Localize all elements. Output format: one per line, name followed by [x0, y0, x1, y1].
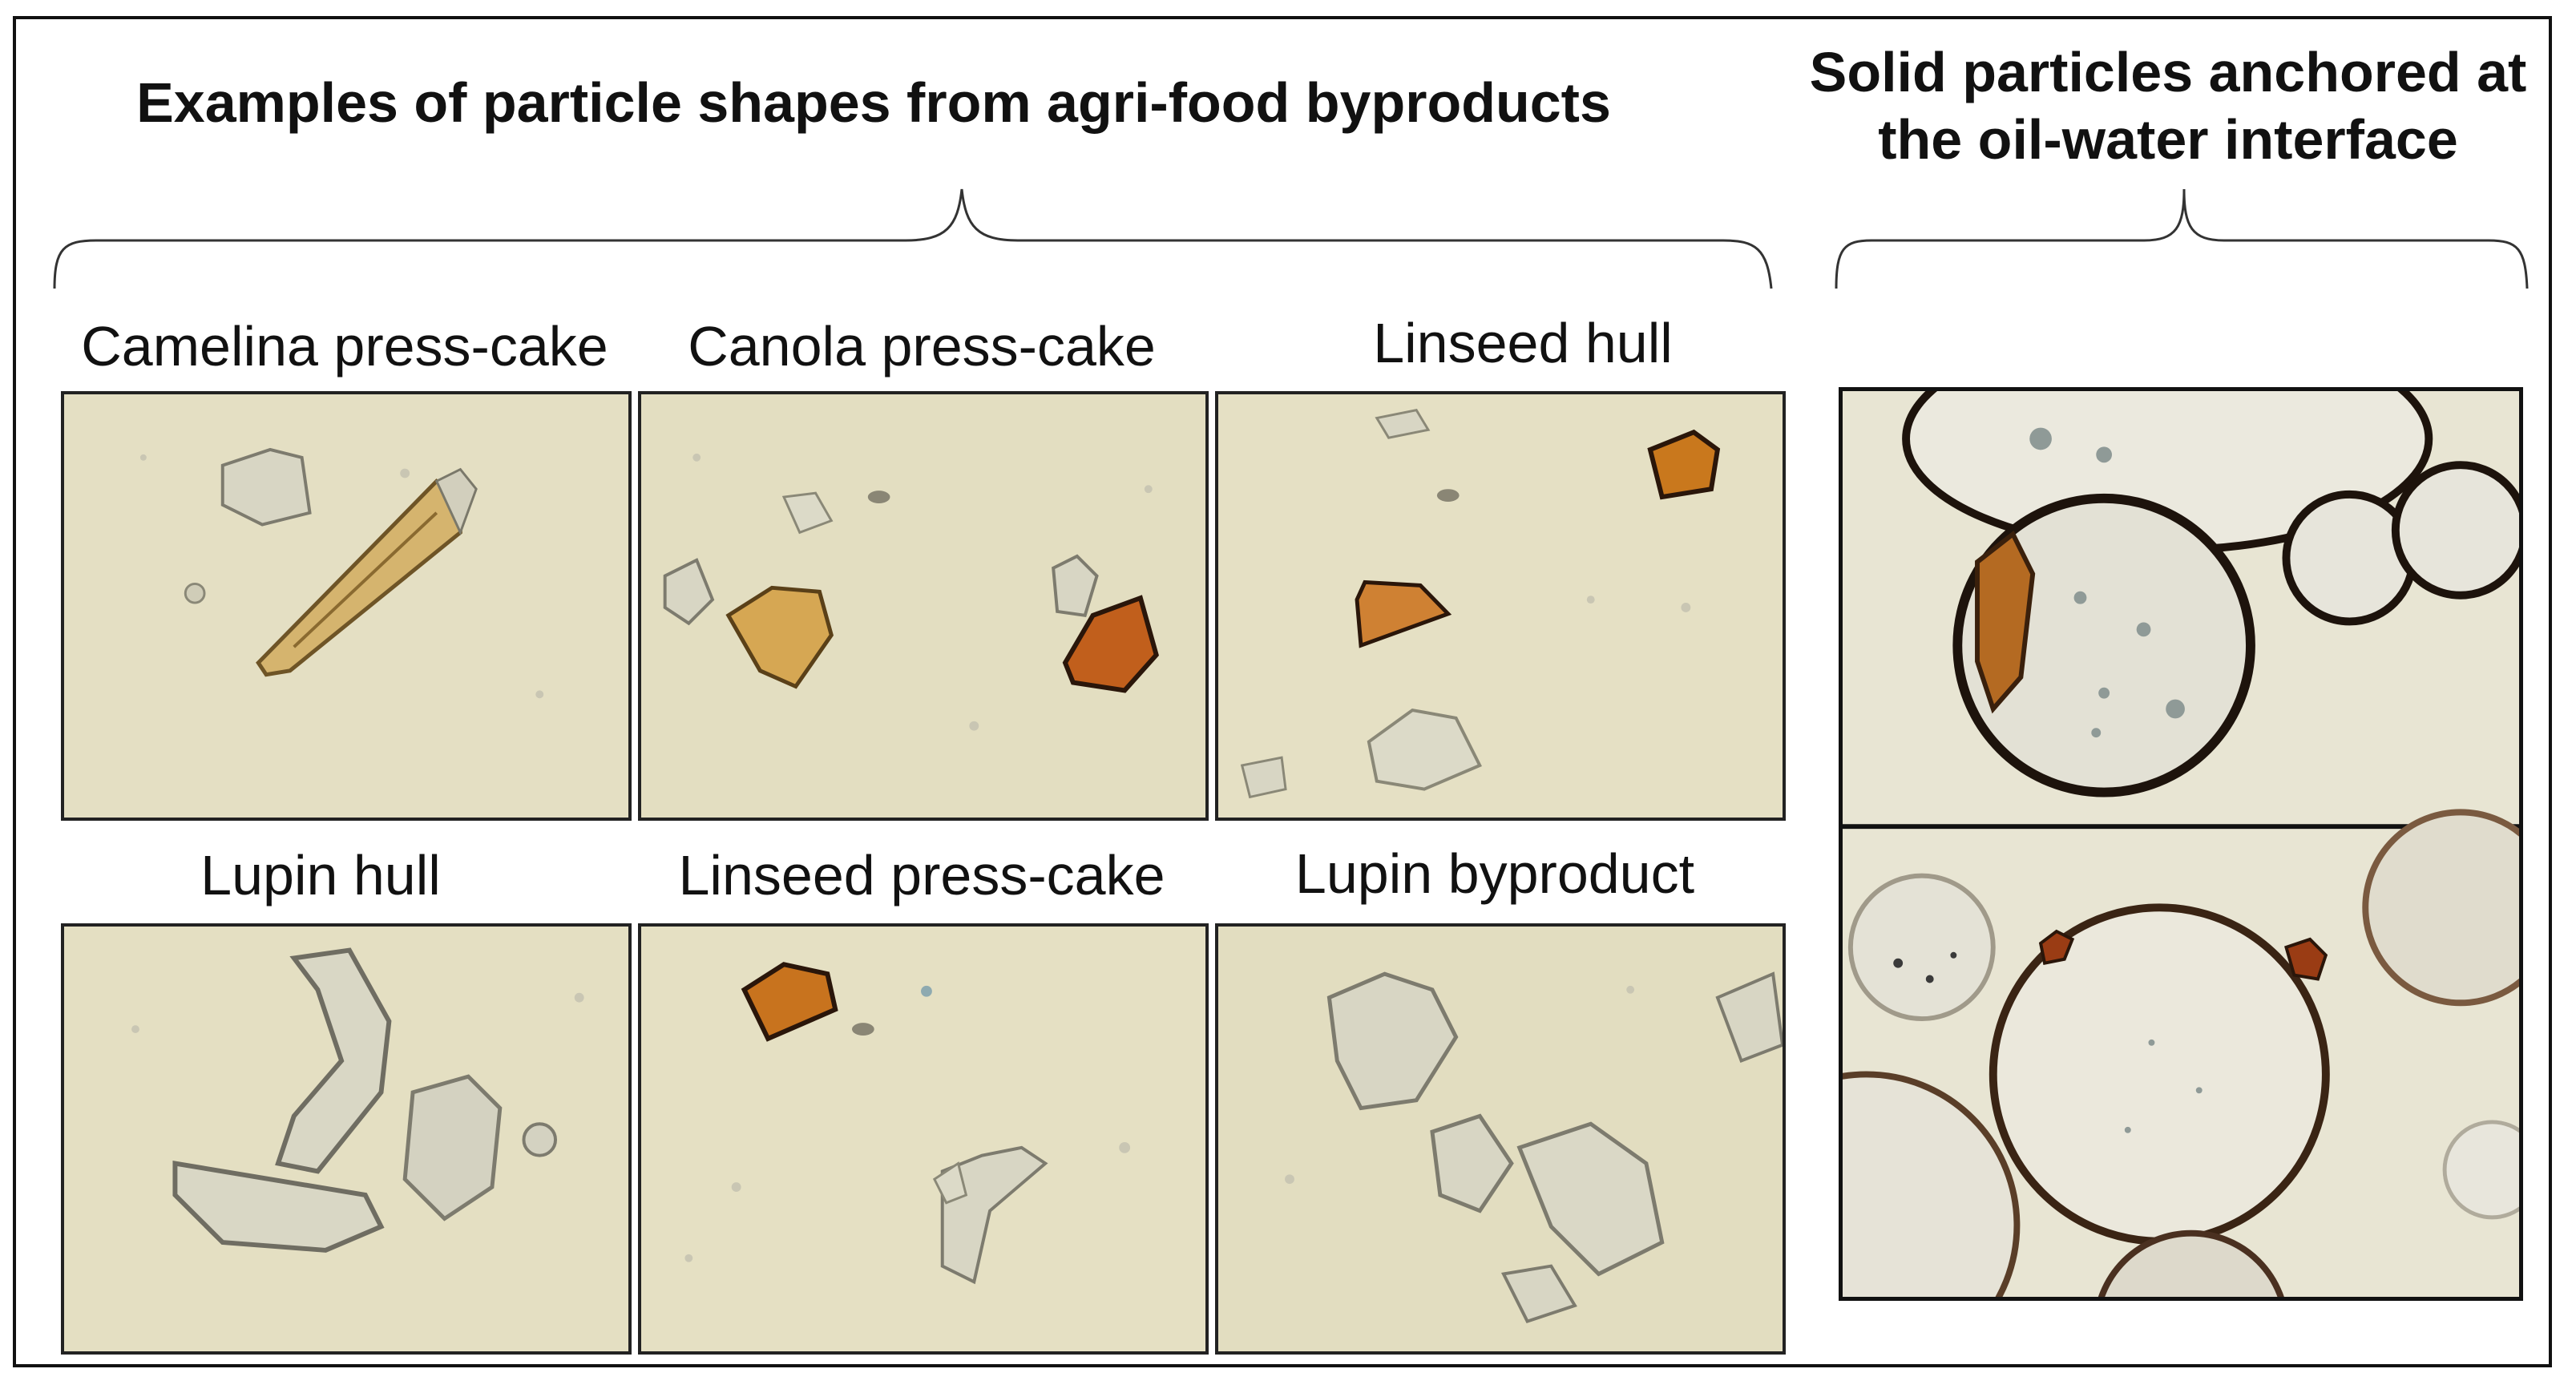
label-linseed-press-cake: Linseed press-cake — [678, 844, 1165, 906]
micrograph-camelina-press-cake — [61, 391, 632, 821]
heading-particle-shapes: Examples of particle shapes from agri-fo… — [136, 71, 1611, 134]
droplet-group-bottom — [1843, 809, 2519, 1297]
left-curly-brace — [53, 188, 1773, 289]
right-curly-brace — [1835, 188, 2529, 289]
label-camelina-press-cake: Camelina press-cake — [81, 315, 608, 378]
heading-anchored-particles: Solid particles anchored at the oil-wate… — [1809, 41, 2527, 171]
micrograph-linseed-press-cake — [638, 923, 1209, 1355]
label-lupin-byproduct: Lupin byproduct — [1294, 842, 1695, 905]
label-canola-press-cake: Canola press-cake — [688, 315, 1156, 378]
micrograph-canola-press-cake — [638, 391, 1209, 821]
micrograph-lupin-hull — [61, 923, 632, 1355]
micrograph-linseed-hull — [1215, 391, 1786, 821]
droplet-group-top — [1902, 391, 2519, 797]
label-lupin-hull: Lupin hull — [200, 844, 441, 906]
micrograph-lupin-byproduct — [1215, 923, 1786, 1355]
label-linseed-hull: Linseed hull — [1373, 312, 1673, 374]
micrograph-oil-water-interface — [1839, 387, 2523, 1301]
